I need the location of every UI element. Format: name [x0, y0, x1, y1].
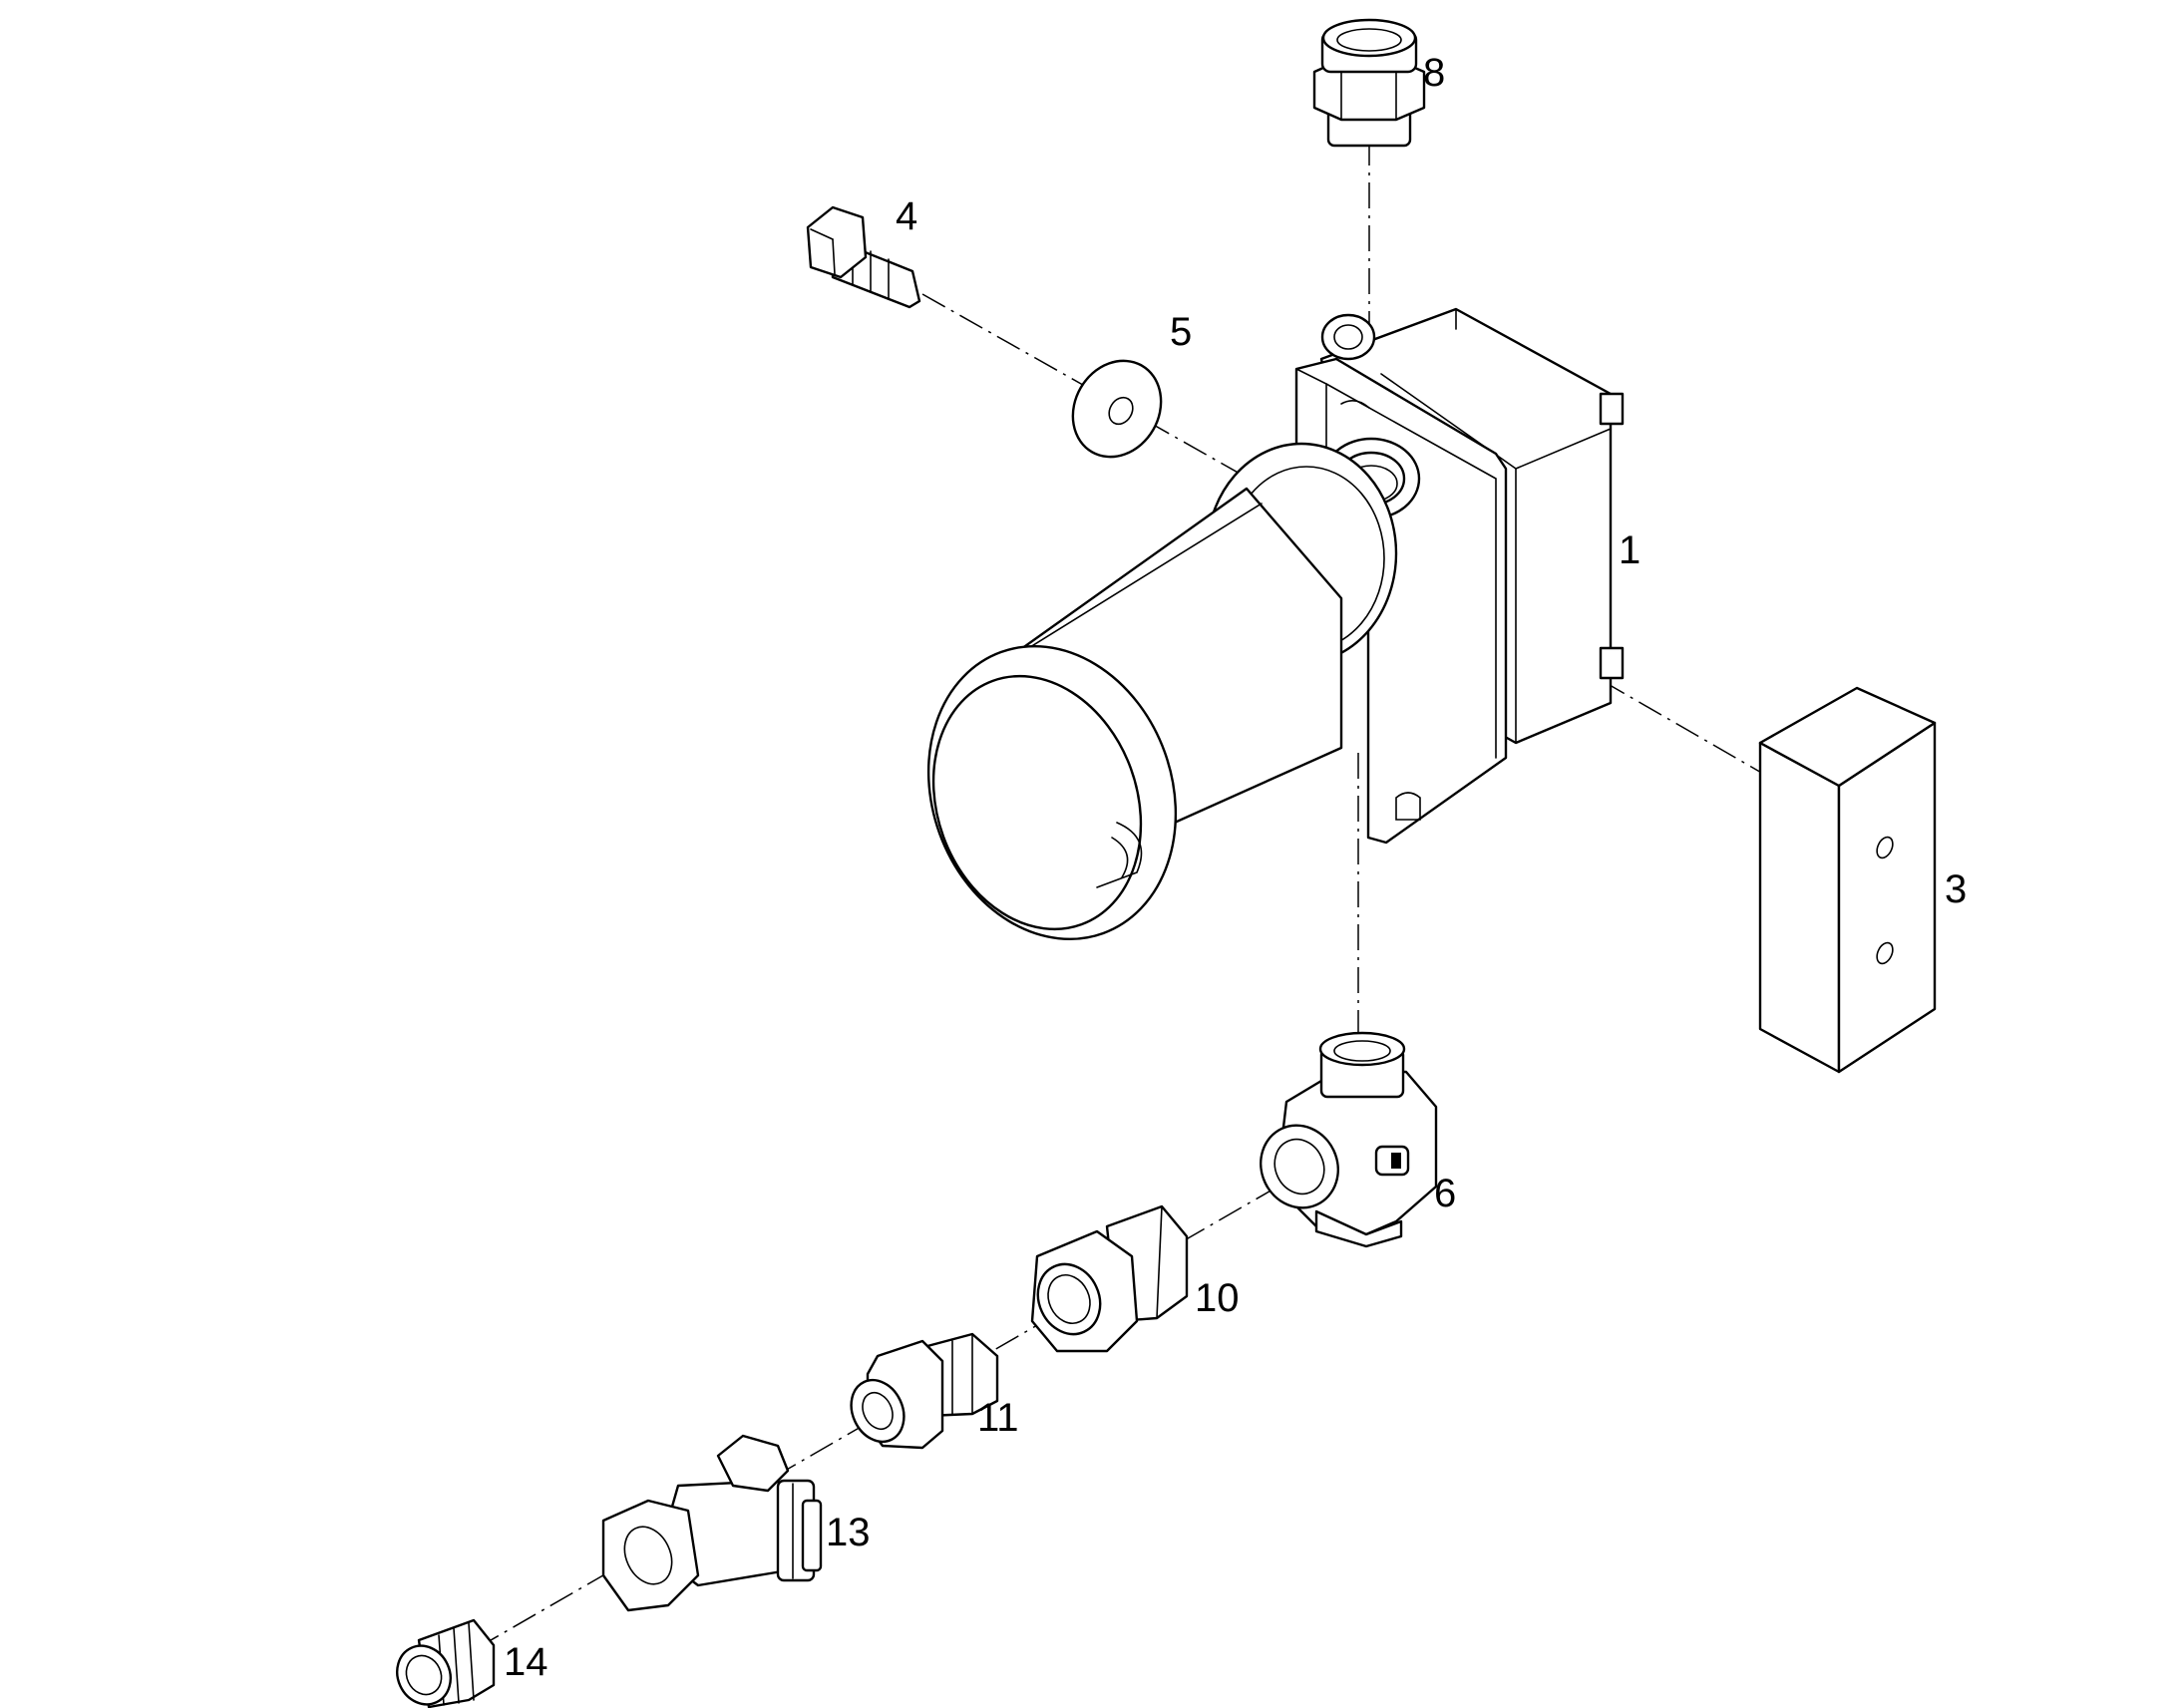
part-6-cross-fitting [1260, 1031, 1438, 1248]
strainer-bore [623, 1526, 673, 1585]
callout-3: 3 [1945, 867, 1967, 911]
part-11-adapter [850, 1332, 999, 1450]
strainer-hex-nut [601, 1499, 700, 1612]
front-face [931, 674, 1143, 931]
part-8-fitting [1312, 18, 1426, 148]
block-hole-upper [1876, 836, 1894, 859]
callout-13: 13 [826, 1511, 871, 1554]
part-5-washer [1071, 359, 1163, 459]
rear-port [1320, 313, 1376, 361]
strainer-top-nut [716, 1434, 790, 1493]
block-top [1758, 686, 1937, 788]
callout-11: 11 [977, 1396, 1019, 1440]
strainer-end [801, 1499, 823, 1572]
part-1-main-unit [926, 307, 1625, 941]
adapter-11-mouth [850, 1378, 906, 1444]
part-4-bolt [806, 205, 921, 309]
tab-upper [1599, 392, 1625, 426]
cross-bottom-rim [1314, 1209, 1403, 1248]
callout-6: 6 [1434, 1172, 1456, 1215]
part-14-nipple [396, 1618, 496, 1708]
block-hole-lower [1876, 941, 1894, 965]
washer-hole [1108, 396, 1134, 426]
part-13-strainer [601, 1434, 823, 1612]
callout-14: 14 [504, 1640, 548, 1684]
callout-10: 10 [1195, 1276, 1240, 1320]
callout-4: 4 [896, 194, 917, 238]
bolt-head [806, 205, 868, 279]
callout-labels: 1 3 4 5 6 8 10 11 13 14 [504, 51, 1967, 1684]
nut-10-bore [1036, 1262, 1102, 1336]
callout-8: 8 [1423, 51, 1445, 95]
part-10-union-nut [1030, 1204, 1189, 1353]
part-3-block [1758, 686, 1937, 1074]
tab-lower [1599, 646, 1625, 680]
callout-5: 5 [1170, 310, 1192, 354]
callout-1: 1 [1619, 528, 1640, 572]
block-front [1758, 741, 1841, 1074]
washer-outer [1071, 359, 1163, 459]
